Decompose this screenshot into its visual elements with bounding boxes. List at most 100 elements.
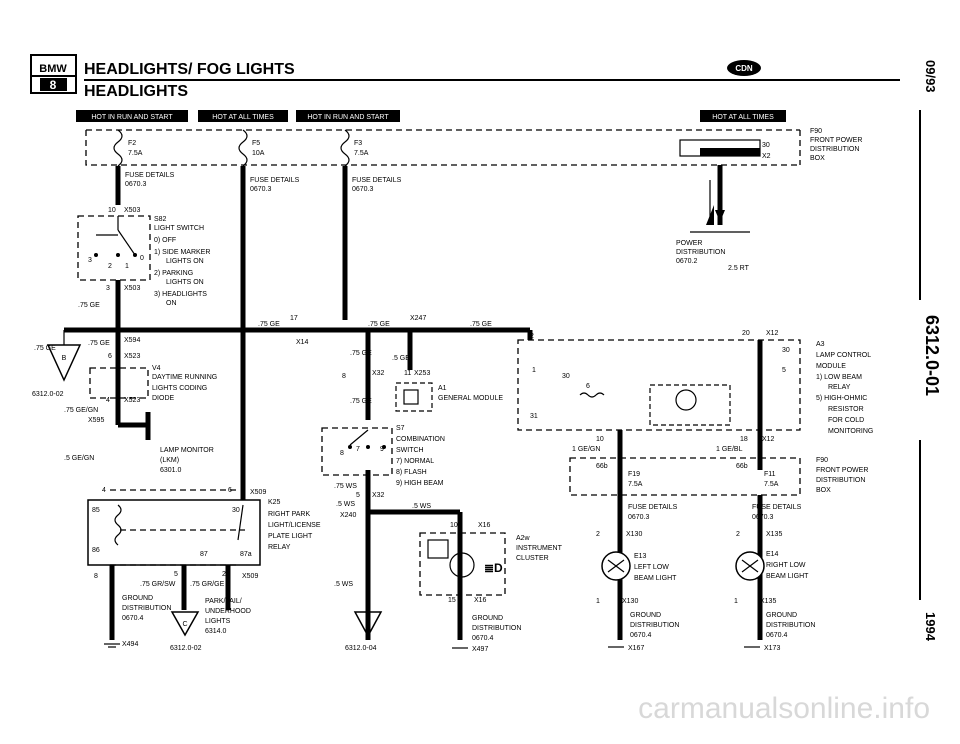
svg-text:5) HIGH-OHMIC: 5) HIGH-OHMIC — [816, 395, 867, 402]
svg-text:X523: X523 — [124, 353, 140, 360]
svg-text:5: 5 — [782, 367, 786, 374]
ground-x494: GROUND DISTRIBUTION 0670.4 X494 — [104, 595, 171, 648]
svg-text:PARK/TAIL/: PARK/TAIL/ — [205, 598, 242, 605]
svg-text:.75 WS: .75 WS — [334, 483, 357, 490]
svg-text:3) HEADLIGHTS: 3) HEADLIGHTS — [154, 291, 207, 298]
svg-text:0670.3: 0670.3 — [352, 186, 374, 193]
svg-text:0670.4: 0670.4 — [472, 635, 494, 642]
svg-text:RIGHT LOW: RIGHT LOW — [766, 562, 806, 569]
svg-text:30: 30 — [782, 347, 790, 354]
svg-text:X509: X509 — [242, 573, 258, 580]
svg-text:8: 8 — [94, 573, 98, 580]
svg-text:.5 WS: .5 WS — [412, 503, 431, 510]
svg-text:S7: S7 — [396, 425, 405, 432]
svg-text:RIGHT PARK: RIGHT PARK — [268, 511, 310, 518]
svg-text:5: 5 — [356, 492, 360, 499]
svg-text:.75 GE: .75 GE — [78, 302, 100, 309]
instrument-cluster-a2w: 10 X16 ≣D A2w INSTRUMENT CLUSTER 15 X16 … — [419, 512, 563, 653]
svg-text:BOX: BOX — [810, 155, 825, 162]
watermark: carmanualsonline.info — [638, 692, 930, 725]
svg-text:X594: X594 — [124, 337, 140, 344]
svg-text:HOT IN RUN AND START: HOT IN RUN AND START — [307, 114, 389, 121]
svg-text:B: B — [62, 355, 67, 362]
svg-text:LAMP MONITOR: LAMP MONITOR — [160, 447, 214, 454]
svg-text:LIGHT/LICENSE: LIGHT/LICENSE — [268, 522, 321, 529]
svg-text:FUSE DETAILS: FUSE DETAILS — [752, 504, 802, 511]
svg-text:30: 30 — [762, 142, 770, 149]
svg-text:.5 GE: .5 GE — [392, 355, 410, 362]
fuse-f3: F3 7.5A — [340, 129, 369, 167]
svg-text:0670.4: 0670.4 — [122, 615, 144, 622]
svg-text:LIGHTS: LIGHTS — [205, 618, 231, 625]
svg-text:1: 1 — [734, 598, 738, 605]
svg-text:FRONT POWER: FRONT POWER — [816, 467, 868, 474]
fuse-f2: F2 7.5A — [113, 129, 143, 167]
svg-text:≣D: ≣D — [484, 561, 503, 575]
svg-text:MODULE: MODULE — [816, 363, 846, 370]
svg-text:2: 2 — [108, 263, 112, 270]
svg-text:BOX: BOX — [816, 487, 831, 494]
svg-text:X16: X16 — [478, 522, 491, 529]
daytime-diode-v4: .75 GE .75 GE X594 B 6 X523 V4 DAYTIME R… — [32, 330, 217, 474]
svg-text:X135: X135 — [760, 598, 776, 605]
triangle-a — [353, 611, 383, 638]
svg-text:1: 1 — [596, 598, 600, 605]
svg-text:X130: X130 — [626, 531, 642, 538]
svg-text:.75 GE: .75 GE — [350, 398, 372, 405]
svg-text:9) HIGH BEAM: 9) HIGH BEAM — [396, 480, 444, 487]
svg-text:X12: X12 — [766, 330, 779, 337]
svg-text:10: 10 — [450, 522, 458, 529]
svg-text:F5: F5 — [252, 140, 260, 147]
svg-text:PLATE LIGHT: PLATE LIGHT — [268, 533, 313, 540]
svg-text:17: 17 — [290, 315, 298, 322]
svg-text:X595: X595 — [88, 417, 104, 424]
hot-bar-4 — [700, 110, 786, 122]
hot-bar-1 — [76, 110, 188, 122]
svg-text:GROUND: GROUND — [472, 615, 503, 622]
svg-text:LIGHTS CODING: LIGHTS CODING — [152, 385, 207, 392]
svg-text:POWER: POWER — [676, 240, 702, 247]
svg-text:15: 15 — [448, 597, 456, 604]
svg-text:1) SIDE MARKER: 1) SIDE MARKER — [154, 249, 210, 256]
svg-text:86: 86 — [92, 547, 100, 554]
bmw-badge — [30, 54, 77, 94]
svg-text:.5 WS: .5 WS — [336, 501, 355, 508]
svg-text:2: 2 — [222, 571, 226, 578]
svg-text:.75 GR/GE: .75 GR/GE — [190, 581, 225, 588]
svg-text:X503: X503 — [124, 207, 140, 214]
svg-text:F19: F19 — [628, 471, 640, 478]
cdn-badge — [727, 60, 761, 76]
svg-text:FOR COLD: FOR COLD — [828, 417, 864, 424]
svg-text:5: 5 — [174, 571, 178, 578]
side-date: 09/93 — [923, 60, 938, 93]
svg-text:F11: F11 — [764, 471, 776, 478]
svg-text:2: 2 — [530, 333, 534, 340]
svg-text:X32: X32 — [372, 370, 385, 377]
svg-text:RELAY: RELAY — [268, 544, 291, 551]
svg-text:3: 3 — [106, 285, 110, 292]
svg-text:FRONT POWER: FRONT POWER — [810, 137, 862, 144]
svg-text:.5 WS: .5 WS — [334, 581, 353, 588]
svg-text:7: 7 — [356, 446, 360, 453]
svg-text:DISTRIBUTION: DISTRIBUTION — [810, 146, 859, 153]
svg-text:6: 6 — [108, 353, 112, 360]
svg-text:.75 GE: .75 GE — [350, 350, 372, 357]
hot-bar-3 — [296, 110, 400, 122]
svg-text:GROUND: GROUND — [122, 595, 153, 602]
badge-top: BMW — [39, 63, 67, 75]
svg-text:87: 87 — [200, 551, 208, 558]
svg-text:8: 8 — [342, 373, 346, 380]
svg-text:HOT AT ALL TIMES: HOT AT ALL TIMES — [212, 114, 274, 121]
svg-text:31: 31 — [530, 413, 538, 420]
svg-text:X32: X32 — [372, 492, 385, 499]
svg-text:GROUND: GROUND — [630, 612, 661, 619]
triangle-c — [170, 611, 200, 637]
svg-text:6: 6 — [586, 383, 590, 390]
fuse-f5: F5 10A — [238, 129, 265, 167]
svg-text:E13: E13 — [634, 553, 647, 560]
svg-text:CLUSTER: CLUSTER — [516, 555, 549, 562]
svg-text:1: 1 — [125, 263, 129, 270]
svg-text:X16: X16 — [474, 597, 487, 604]
svg-text:X2: X2 — [762, 153, 771, 160]
svg-text:DIODE: DIODE — [152, 395, 175, 402]
